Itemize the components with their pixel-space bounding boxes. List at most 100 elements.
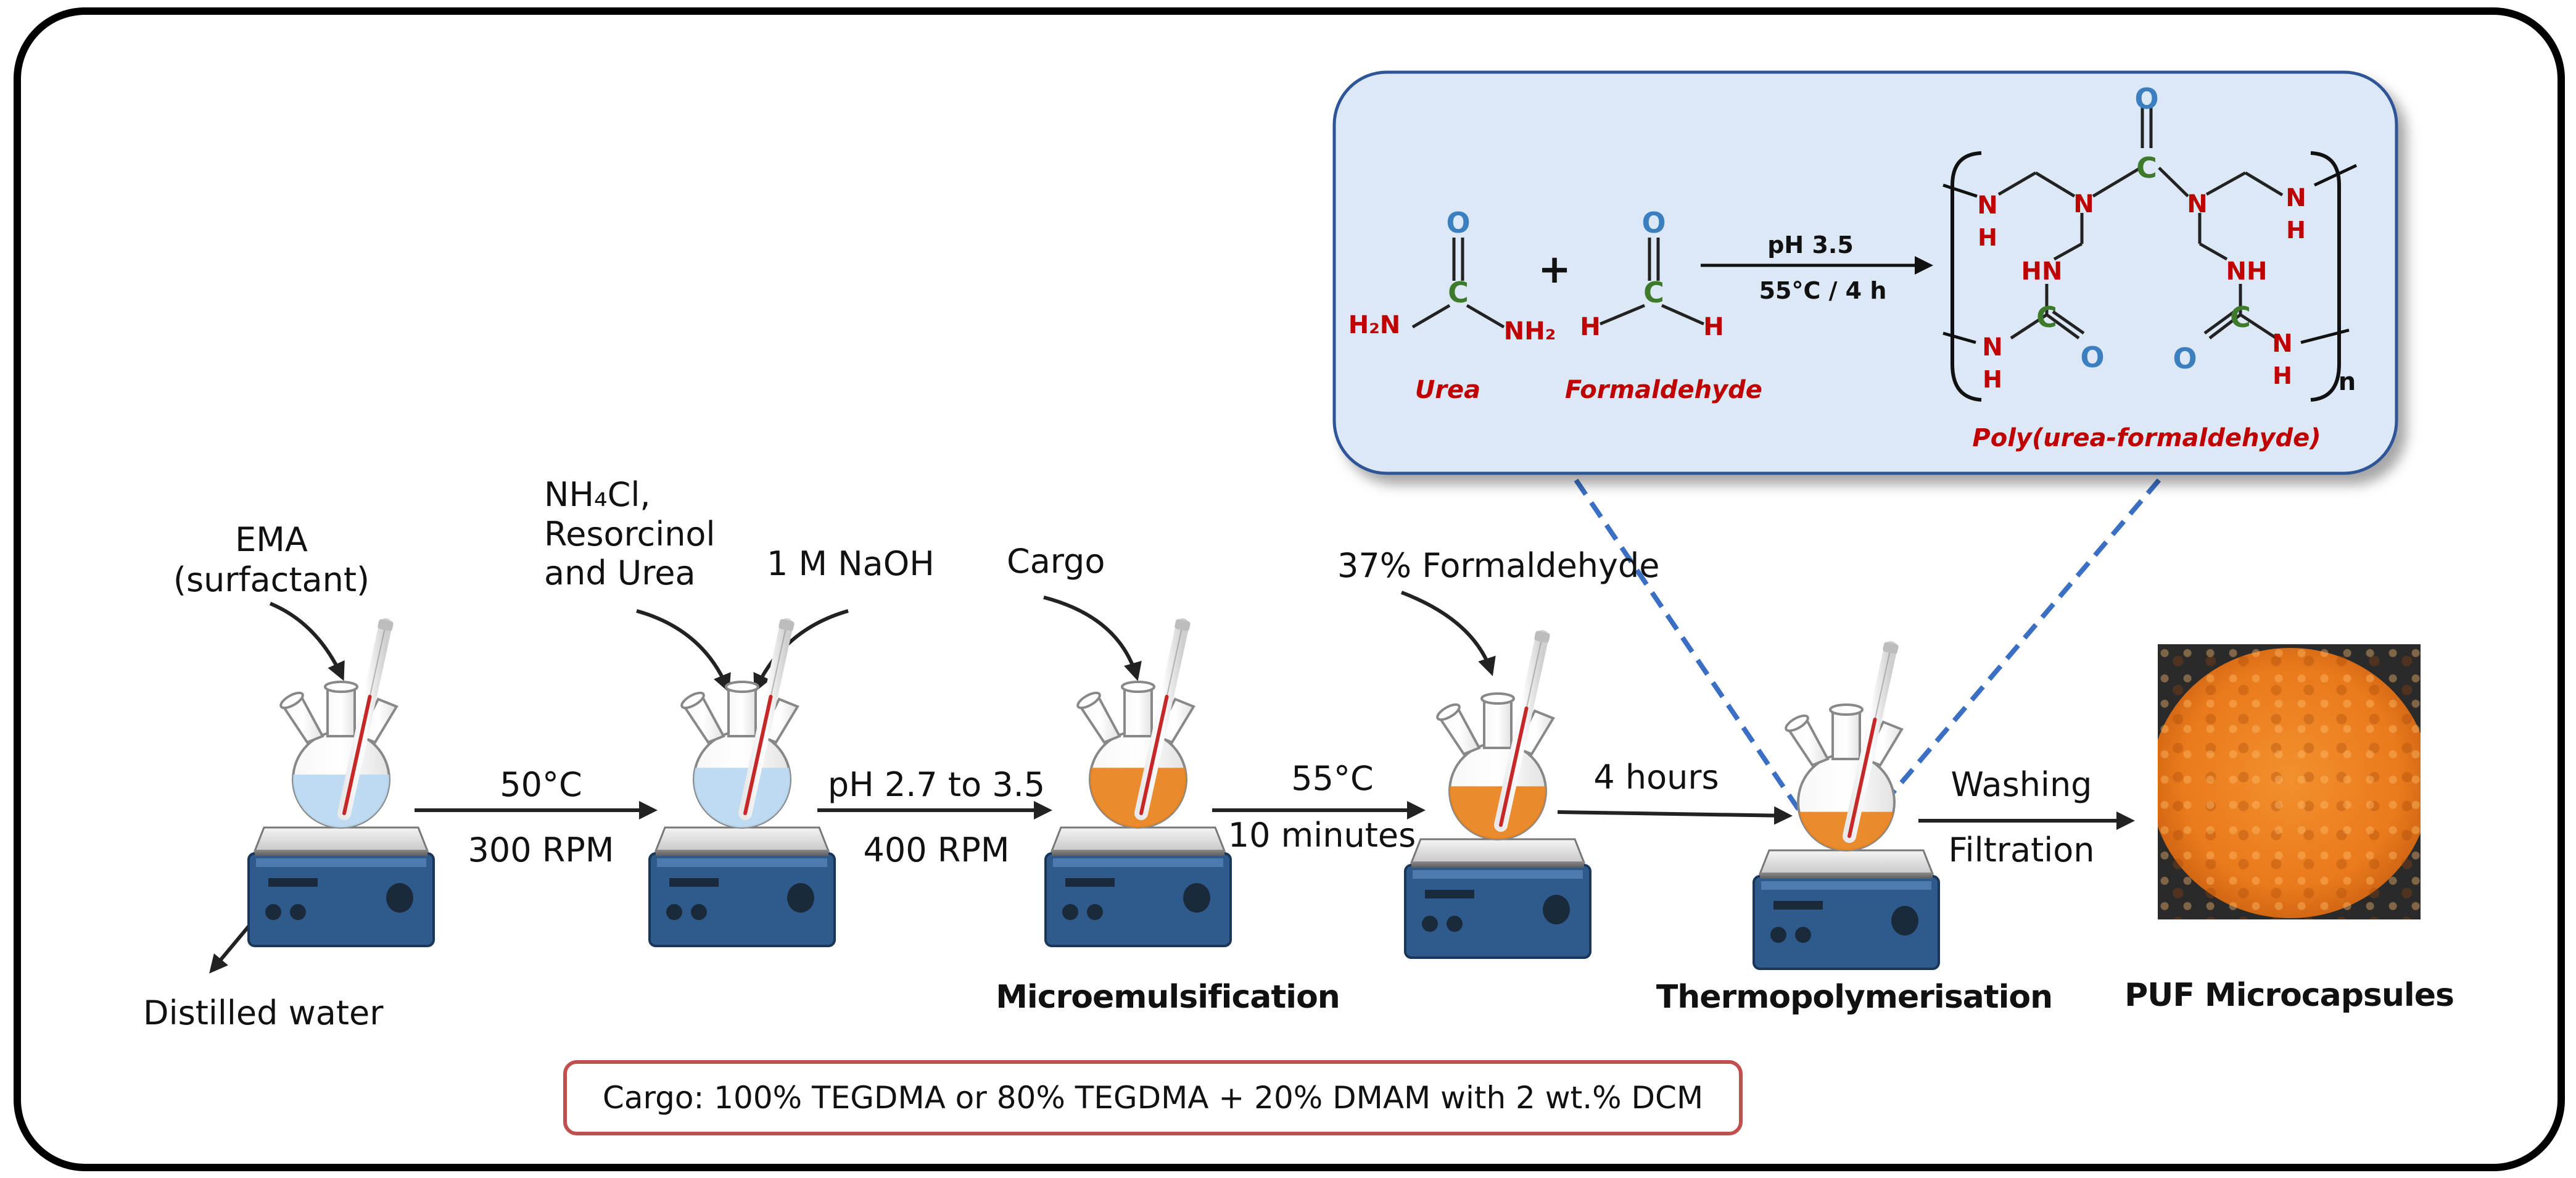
atom-h2n-urea: H₂N xyxy=(1348,311,1400,339)
apparatus-5 xyxy=(1752,641,1940,970)
flask-neck-left-rim xyxy=(680,691,705,710)
hot-plate-edge xyxy=(1760,873,1933,879)
hot-plate xyxy=(1758,849,1934,875)
atom-h-right-formaldehyde: H xyxy=(1703,313,1724,341)
apparatus-3 xyxy=(1044,618,1232,947)
flask-neck-left-rim xyxy=(1076,691,1101,710)
stirrer-display xyxy=(1065,878,1115,887)
stirrer-knob-right xyxy=(1891,906,1918,935)
atom-n-polymer-2: N xyxy=(2073,190,2094,218)
stirrer-knob-left xyxy=(1770,927,1786,943)
stirrer-knob-middle xyxy=(290,904,306,920)
thermometer-mercury xyxy=(342,694,372,815)
flask-neck-center-rim xyxy=(1480,692,1515,705)
stirrer-knob-right xyxy=(1183,883,1210,913)
arrow2-top-label: pH 2.7 to 3.5 xyxy=(827,765,1046,804)
process-arrow-4 xyxy=(1557,806,1793,825)
plus-sign: + xyxy=(1538,247,1571,292)
atom-n-polymer-6: N xyxy=(2272,330,2292,358)
stirrer-display xyxy=(1425,890,1474,898)
stirrer-display xyxy=(669,878,719,887)
condition-temp-time: 55°C / 4 h xyxy=(1759,277,1887,304)
label-cargo: Cargo xyxy=(1007,542,1105,581)
hot-plate-edge xyxy=(255,850,427,856)
feed-arrow-formaldehyde xyxy=(1400,591,1496,676)
atom-c-urea: C xyxy=(1448,276,1469,309)
atom-nh-polymer: NH xyxy=(2226,257,2268,286)
stirrer-knob-right xyxy=(1543,895,1570,924)
atom-o-polymer-left: O xyxy=(2080,341,2104,374)
stirrer-knob-middle xyxy=(691,904,707,920)
thermometer-cap xyxy=(1174,619,1191,631)
flask-neck-center-rim xyxy=(1121,681,1155,693)
arrow2-bottom-label: 400 RPM xyxy=(863,831,1010,869)
dashed-connector-left xyxy=(1574,478,1804,815)
dashed-connector-right xyxy=(1873,478,2161,815)
feed-arrow-naoh xyxy=(753,609,849,693)
urea-structure: O C H₂N NH₂ xyxy=(1348,206,1556,346)
atom-n-polymer-4: N xyxy=(2285,184,2306,212)
feed-arrow-reagents xyxy=(636,609,731,693)
feed-arrow-ema xyxy=(269,602,345,681)
flask-neck-center xyxy=(326,686,356,737)
thermometer-mercury xyxy=(1499,706,1529,827)
thermometer-mercury xyxy=(1139,694,1169,815)
product-label: Poly(urea-formaldehyde) xyxy=(1972,424,2321,452)
stirrer-knob-left xyxy=(265,904,281,920)
atom-c-polymer-top: C xyxy=(2136,151,2157,185)
stirrer-rim xyxy=(1413,870,1583,879)
repeat-unit-n: n xyxy=(2339,368,2356,396)
flask-neck-center-rim xyxy=(725,681,759,693)
atom-n-polymer-3: N xyxy=(2187,190,2207,218)
thermometer-cap xyxy=(1534,631,1550,643)
formaldehyde-structure: O C H H xyxy=(1580,206,1724,341)
atom-h-polymer-6: H xyxy=(2273,362,2292,389)
stirrer-knob-left xyxy=(1422,916,1438,932)
arrow4-label: 4 hours xyxy=(1593,758,1719,797)
atom-o-urea: O xyxy=(1446,206,1470,239)
hot-plate xyxy=(253,826,429,852)
label-ema: EMA(surfactant) xyxy=(173,520,370,599)
flask-neck-center xyxy=(727,686,757,737)
urea-label: Urea xyxy=(1415,376,1480,404)
stirrer-knob-right xyxy=(787,883,814,913)
thermometer-mercury xyxy=(743,694,773,815)
polymer-structure: O C N H N N N H HN NH C C O O N H N H n xyxy=(1942,82,2358,402)
hot-plate-edge xyxy=(1411,861,1584,868)
atom-h-polymer-4: H xyxy=(2286,217,2306,244)
hot-plate-edge xyxy=(656,850,828,856)
thermometer-cap xyxy=(778,619,795,631)
stirrer-knob-left xyxy=(666,904,682,920)
stirrer-rim xyxy=(1761,881,1931,890)
stage-thermopolymerisation: Thermopolymerisation xyxy=(1656,979,2053,1016)
arrow1-top-label: 50°C xyxy=(500,765,582,804)
hot-plate xyxy=(654,826,830,852)
flask-neck-center xyxy=(1831,708,1861,760)
stirrer-rim xyxy=(657,858,827,867)
thermometer-mercury xyxy=(1847,717,1877,838)
atom-c-polymer-right: C xyxy=(2230,301,2251,334)
cargo-note-box: Cargo: 100% TEGDMA or 80% TEGDMA + 20% D… xyxy=(563,1060,1743,1135)
flask-neck-center xyxy=(1483,697,1513,749)
stirrer-rim xyxy=(1053,858,1223,867)
atom-c-polymer-left: C xyxy=(2036,301,2057,334)
arrow5-bottom-label: Filtration xyxy=(1948,831,2095,869)
label-formaldehyde: 37% Formaldehyde xyxy=(1337,546,1660,585)
puf-microcapsules-photo xyxy=(2158,644,2421,919)
atom-o-polymer-right: O xyxy=(2173,342,2197,375)
stirrer-display xyxy=(268,878,318,887)
flask-neck-center-rim xyxy=(324,681,358,693)
stirrer-knob-middle xyxy=(1087,904,1103,920)
stirrer-knob-right xyxy=(386,883,413,913)
apparatus-1 xyxy=(247,618,435,947)
atom-h-polymer-1: H xyxy=(1978,224,1997,251)
atom-n-polymer-5: N xyxy=(1982,333,2002,362)
thermometer-cap xyxy=(1883,642,1899,654)
label-naoh: 1 M NaOH xyxy=(767,544,935,583)
atom-nh2-urea: NH₂ xyxy=(1504,317,1556,346)
atom-o-formaldehyde: O xyxy=(1641,206,1666,239)
atom-h-left-formaldehyde: H xyxy=(1580,313,1600,341)
stage-puf-microcapsules: PUF Microcapsules xyxy=(2124,977,2454,1014)
